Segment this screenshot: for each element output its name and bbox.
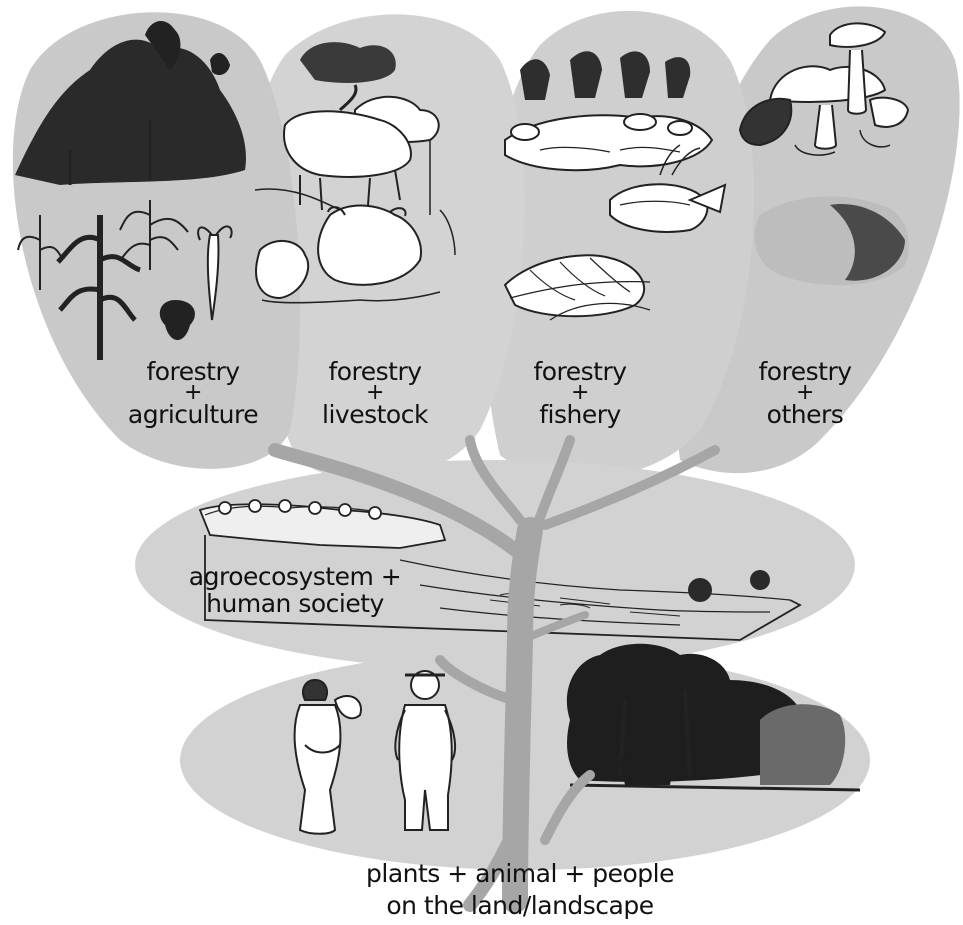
label-forestry-fishery: forestry + fishery: [505, 358, 655, 428]
label-line: others: [730, 401, 880, 428]
label-plus: +: [108, 385, 278, 401]
label-line: human society: [170, 590, 420, 617]
trunk: [515, 530, 530, 900]
label-line: livestock: [300, 401, 450, 428]
label-line: agroecosystem +: [170, 563, 420, 590]
label-plus: +: [730, 385, 880, 401]
label-forestry-others: forestry + others: [730, 358, 880, 428]
label-land: plants + animal + people on the land/lan…: [330, 858, 710, 922]
label-line: agriculture: [108, 401, 278, 428]
label-plus: +: [300, 385, 450, 401]
label-agroecosystem: agroecosystem + human society: [170, 563, 420, 617]
label-line: fishery: [505, 401, 655, 428]
label-forestry-agriculture: forestry + agriculture: [108, 358, 278, 428]
label-plus: +: [505, 385, 655, 401]
label-line: on the land/landscape: [330, 890, 710, 922]
label-line: plants + animal + people: [330, 858, 710, 890]
label-forestry-livestock: forestry + livestock: [300, 358, 450, 428]
